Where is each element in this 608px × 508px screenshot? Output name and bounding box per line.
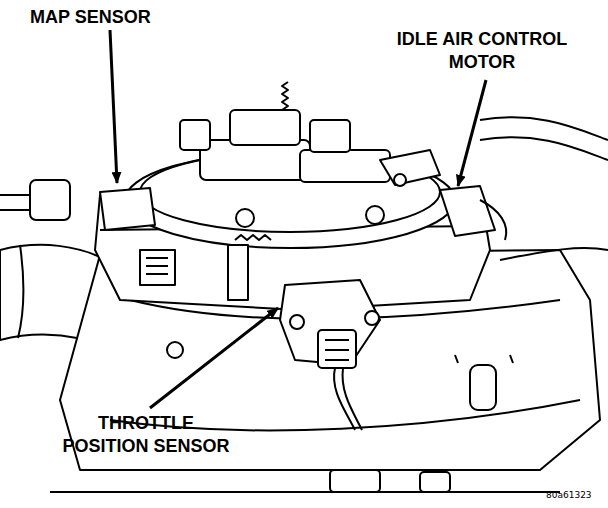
tps-wire [334,368,362,430]
connector-pins [325,340,349,360]
mark [455,355,513,363]
leader-line [150,308,278,408]
bolt [394,174,406,186]
throttle-cam [230,110,300,145]
cable-end [310,120,350,152]
part-label: IDLE AIR CONTROL MOTOR [392,28,572,73]
bolt [236,209,254,227]
bolt [366,206,384,224]
wire-harness [500,248,608,260]
map-connector [140,250,175,285]
figure-code: 80a61323 [546,490,592,501]
bolt [167,342,183,358]
leader-lines [110,30,486,408]
part-label: MAP SENSOR [30,6,151,29]
map-sensor [100,188,155,230]
tps-connector [318,330,356,368]
idle-air-control-motor [440,186,495,236]
leader-line [458,80,486,186]
wire [0,195,30,210]
linkage-stud [180,120,210,150]
vacuum-port [228,245,248,300]
spring [235,235,271,240]
cable-bracket [300,150,390,182]
fitting [330,470,380,492]
fitting [420,472,450,492]
kickdown-lever [380,150,440,185]
part-label: THROTTLE POSITION SENSOR [56,412,236,457]
hose [480,137,608,160]
hose [480,117,608,140]
fitting [470,365,496,410]
intake-tube-edge [18,245,24,338]
return-spring [282,82,288,110]
tps-screw [290,315,304,329]
tps-screw [365,311,379,325]
connector-pins [146,258,168,274]
iac-wire [480,200,506,240]
ground-line [50,491,560,493]
leader-line [110,30,117,183]
line-art [0,82,608,492]
left-connector [30,180,70,220]
